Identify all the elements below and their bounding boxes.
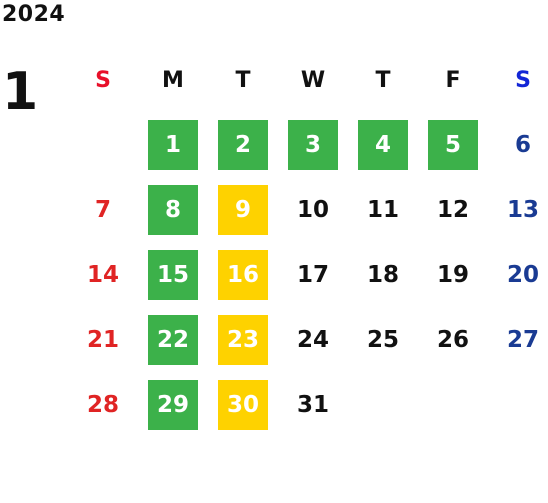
day-cell-6[interactable]: 6: [514, 132, 531, 158]
day-cell-14[interactable]: 14: [86, 262, 119, 288]
day-cell-20[interactable]: 20: [506, 262, 539, 288]
weekday-header-mon: M: [162, 67, 184, 93]
weekday-header-tue: T: [235, 67, 251, 93]
day-cell-21[interactable]: 21: [86, 327, 119, 353]
day-cell-31[interactable]: 31: [296, 392, 329, 418]
day-cell-29[interactable]: 29: [148, 380, 198, 430]
day-cell-11[interactable]: 11: [366, 197, 399, 223]
day-cell-18[interactable]: 18: [366, 262, 399, 288]
day-cell-30[interactable]: 30: [218, 380, 268, 430]
day-cell-5[interactable]: 5: [428, 120, 478, 170]
day-cell-25[interactable]: 25: [366, 327, 399, 353]
day-cell-23[interactable]: 23: [218, 315, 268, 365]
day-cell-24[interactable]: 24: [296, 327, 329, 353]
day-cell-12[interactable]: 12: [436, 197, 469, 223]
day-cell-13[interactable]: 13: [506, 197, 539, 223]
day-cell-3[interactable]: 3: [288, 120, 338, 170]
day-cell-15[interactable]: 15: [148, 250, 198, 300]
day-cell-22[interactable]: 22: [148, 315, 198, 365]
weekday-header-sat: S: [515, 67, 531, 93]
year-label: 2024: [2, 2, 66, 27]
day-cell-26[interactable]: 26: [436, 327, 469, 353]
day-cell-2[interactable]: 2: [218, 120, 268, 170]
weekday-header-wed: W: [300, 67, 326, 93]
day-cell-1[interactable]: 1: [148, 120, 198, 170]
day-cell-19[interactable]: 19: [436, 262, 469, 288]
day-cell-4[interactable]: 4: [358, 120, 408, 170]
weekday-header-thu: T: [375, 67, 391, 93]
day-cell-17[interactable]: 17: [296, 262, 329, 288]
month-number: 1: [2, 62, 39, 122]
weekday-header-fri: F: [445, 67, 461, 93]
day-cell-10[interactable]: 10: [296, 197, 329, 223]
weekday-header-sun: S: [95, 67, 111, 93]
day-cell-9[interactable]: 9: [218, 185, 268, 235]
day-cell-8[interactable]: 8: [148, 185, 198, 235]
day-cell-27[interactable]: 27: [506, 327, 539, 353]
day-cell-28[interactable]: 28: [86, 392, 119, 418]
day-cell-7[interactable]: 7: [94, 197, 111, 223]
day-cell-16[interactable]: 16: [218, 250, 268, 300]
